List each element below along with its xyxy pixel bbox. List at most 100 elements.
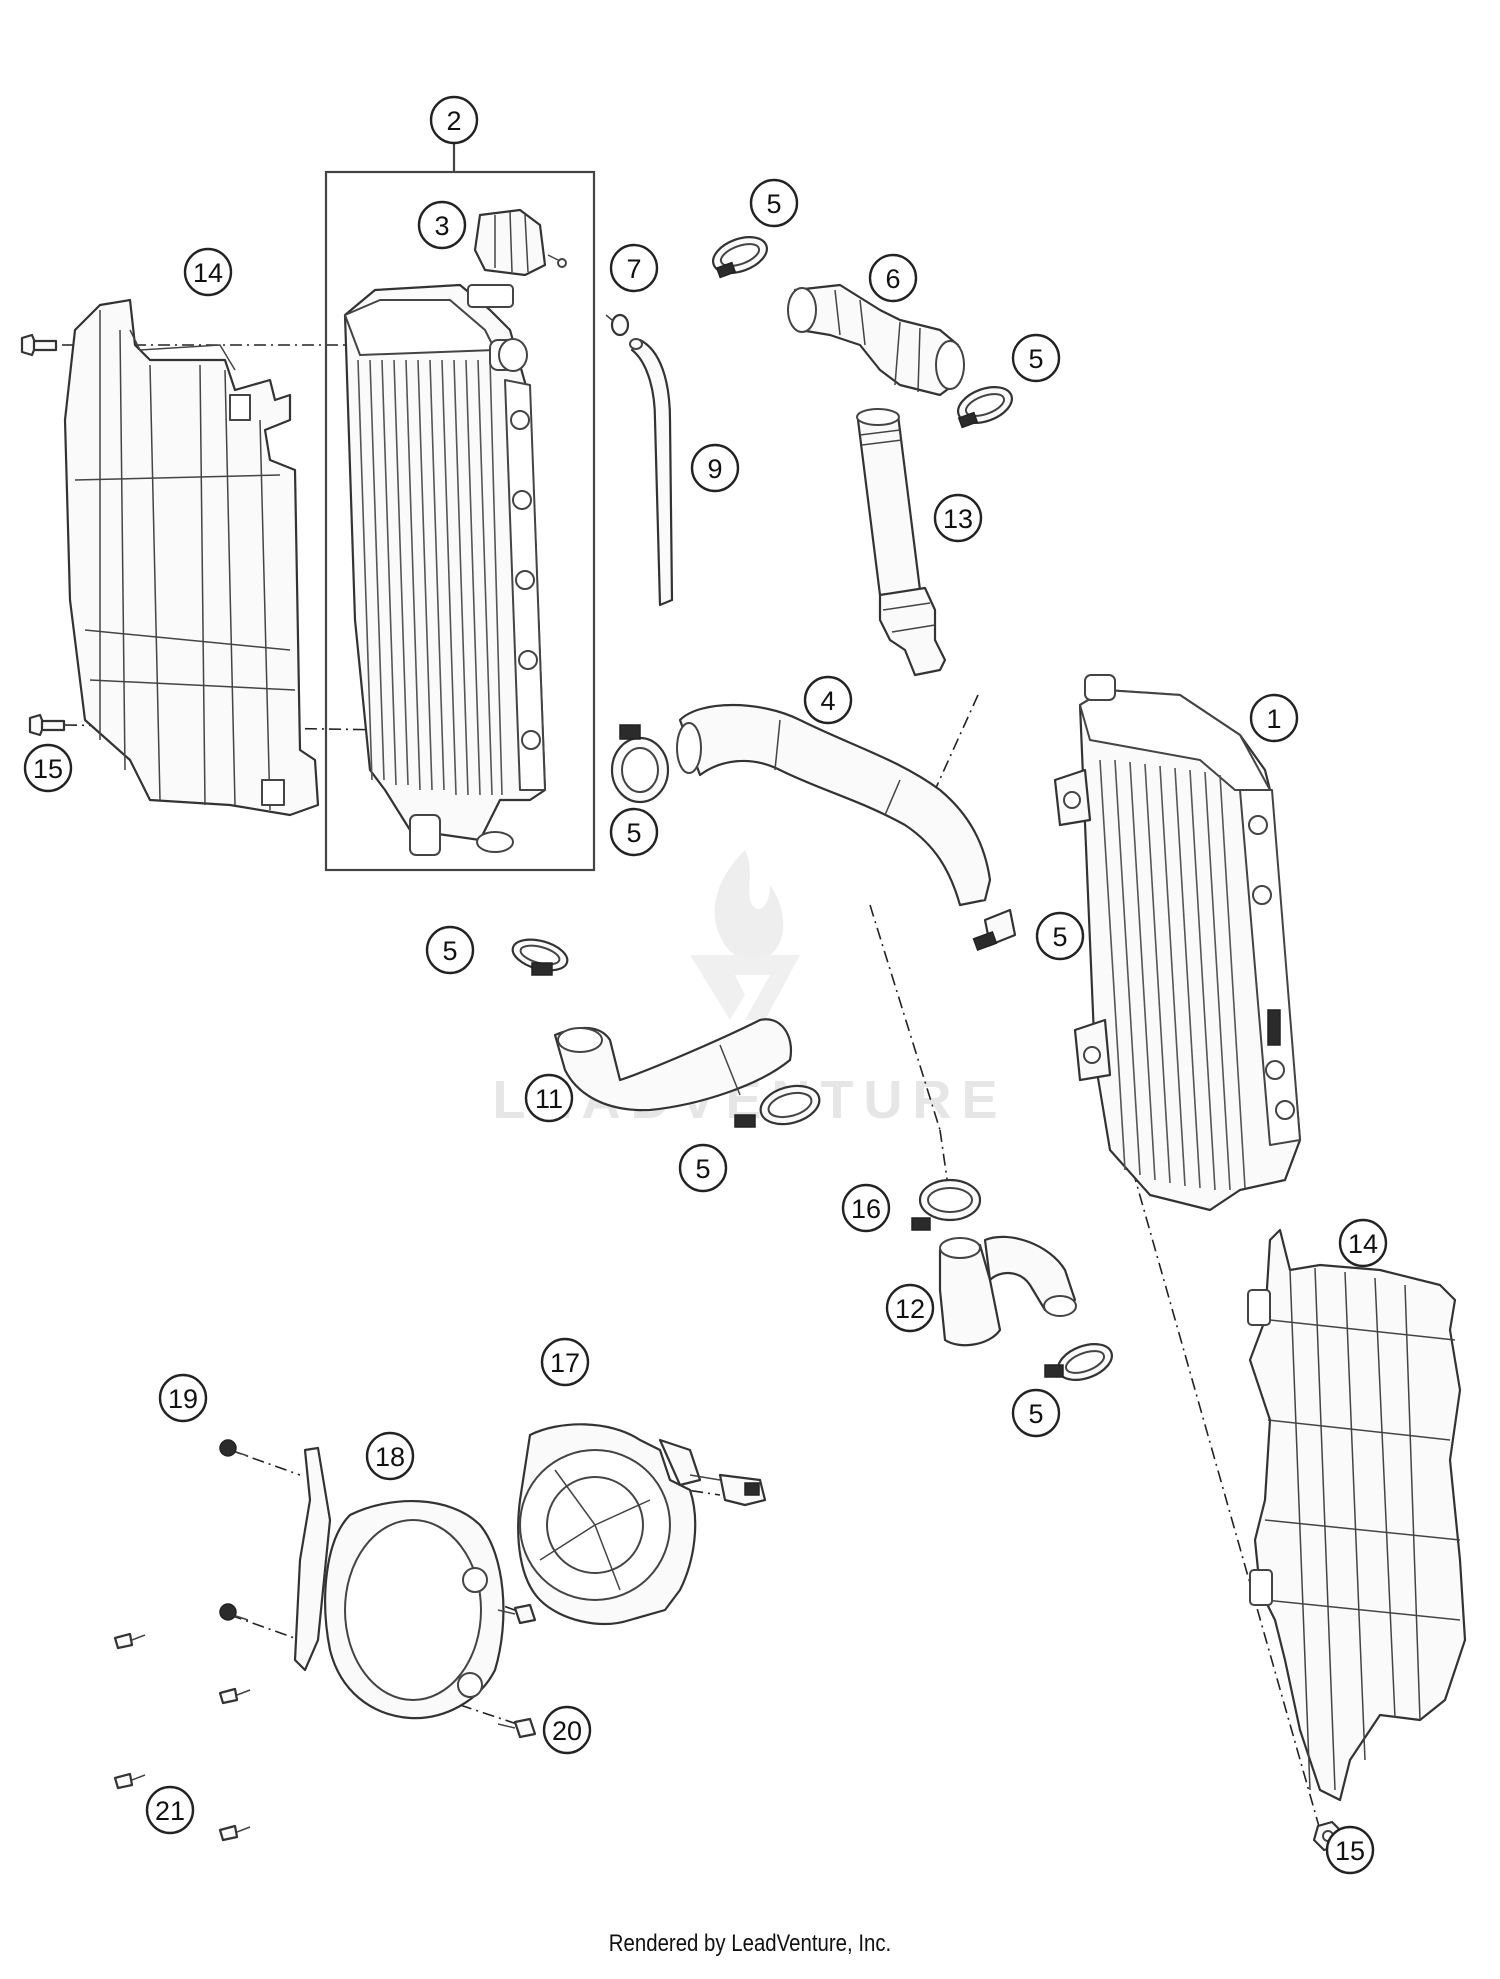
callout-7: 7 [609, 243, 659, 293]
callout-6: 6 [868, 253, 918, 303]
callout-number: 13 [943, 504, 973, 534]
callout-number: 18 [375, 1442, 405, 1472]
callout-16: 16 [841, 1183, 891, 1233]
callout-5e: 5 [425, 925, 475, 975]
callout-number: 6 [885, 264, 900, 294]
callout-number: 7 [626, 254, 641, 284]
callout-number: 4 [820, 686, 835, 716]
clamp-7 [605, 313, 630, 337]
callout-number: 2 [446, 106, 461, 136]
callout-circle [609, 807, 659, 857]
screw-21-b [218, 1687, 251, 1705]
radiator-cap-3 [473, 208, 567, 277]
callout-19: 19 [158, 1373, 208, 1423]
hose-clamp-5-right-top [957, 386, 1013, 429]
callout-5d: 5 [1035, 911, 1085, 961]
callout-circle [1011, 1388, 1061, 1438]
callout-number: 3 [434, 211, 449, 241]
screw-19-mid [219, 1603, 249, 1621]
screw-20-top [497, 1603, 537, 1625]
screw-21-a [113, 1632, 146, 1650]
radiator-guard-right [1247, 1228, 1467, 1802]
callout-circle [678, 1143, 728, 1193]
callout-14b: 14 [1338, 1218, 1388, 1268]
callout-circle [158, 1373, 208, 1423]
callout-1: 1 [1249, 693, 1299, 743]
callout-5a: 5 [749, 178, 799, 228]
callout-number: 14 [193, 258, 223, 288]
callout-number: 21 [155, 1796, 185, 1826]
radiator-assembly-group-box [324, 170, 596, 872]
callout-number: 17 [550, 1348, 580, 1378]
callout-number: 5 [1052, 922, 1067, 952]
callout-18: 18 [365, 1431, 415, 1481]
callout-circle [868, 253, 918, 303]
fan-17 [517, 1423, 767, 1626]
fan-shroud-18 [293, 1446, 505, 1720]
clamp-16 [911, 1178, 982, 1231]
vent-hose-9 [629, 338, 674, 607]
radiator-left [343, 283, 547, 856]
callout-circle [803, 675, 853, 725]
hose-clamp-5-top [712, 236, 768, 279]
callout-circle [542, 1705, 592, 1755]
callout-circle [145, 1785, 195, 1835]
callout-circle [690, 443, 740, 493]
callout-circle [23, 743, 73, 793]
callout-5g: 5 [1011, 1388, 1061, 1438]
callout-circle [1325, 1825, 1375, 1875]
callout-3: 3 [417, 200, 467, 250]
callout-circle [183, 247, 233, 297]
callout-circle [841, 1183, 891, 1233]
callout-4: 4 [803, 675, 853, 725]
callout-number: 15 [33, 754, 63, 784]
callout-5f: 5 [678, 1143, 728, 1193]
callout-number: 11 [535, 1084, 563, 1114]
screw-21-d [218, 1824, 251, 1842]
callout-circle [540, 1337, 590, 1387]
screw-19-top [219, 1439, 249, 1457]
callout-12: 12 [885, 1283, 935, 1333]
screw-20-bottom [497, 1717, 537, 1739]
callout-circle [429, 95, 479, 145]
callout-5c: 5 [609, 807, 659, 857]
callout-number: 5 [626, 818, 641, 848]
screw-15-left-top [20, 333, 58, 357]
callout-circle [1011, 333, 1061, 383]
callout-number: 20 [552, 1716, 582, 1746]
callout-number: 12 [895, 1294, 925, 1324]
hose-clamp-5-bottom-right [1044, 1343, 1113, 1381]
callout-number: 5 [442, 936, 457, 966]
radiator-right [1053, 674, 1302, 1212]
callout-number: 5 [766, 189, 781, 219]
callout-circle [1035, 911, 1085, 961]
screw-15-left-bottom [28, 713, 66, 737]
hose-clamp-5-bottom-left [734, 1084, 821, 1128]
callout-number: 9 [707, 454, 722, 484]
callout-number: 1 [1266, 704, 1281, 734]
callout-14a: 14 [183, 247, 233, 297]
callout-circle [885, 1283, 935, 1333]
callout-number: 16 [851, 1194, 881, 1224]
callout-circle [1249, 693, 1299, 743]
callout-17: 17 [540, 1337, 590, 1387]
callout-2: 2 [429, 95, 479, 145]
callout-number: 5 [1028, 344, 1043, 374]
callout-circle [933, 493, 983, 543]
callout-number: 19 [168, 1384, 198, 1414]
callout-13: 13 [933, 493, 983, 543]
hose-clamp-5-right-mid [972, 908, 1017, 952]
callout-circle [524, 1073, 574, 1123]
callout-15b: 15 [1325, 1825, 1375, 1875]
callout-5b: 5 [1011, 333, 1061, 383]
callout-circle [417, 200, 467, 250]
callout-circle [749, 178, 799, 228]
pipe-13 [856, 408, 947, 677]
hose-6 [787, 283, 965, 397]
radiator-guard-left [63, 298, 320, 817]
callout-circle [365, 1431, 415, 1481]
callout-9: 9 [690, 443, 740, 493]
footer-credit: Rendered by LeadVenture, Inc. [608, 1930, 892, 1957]
